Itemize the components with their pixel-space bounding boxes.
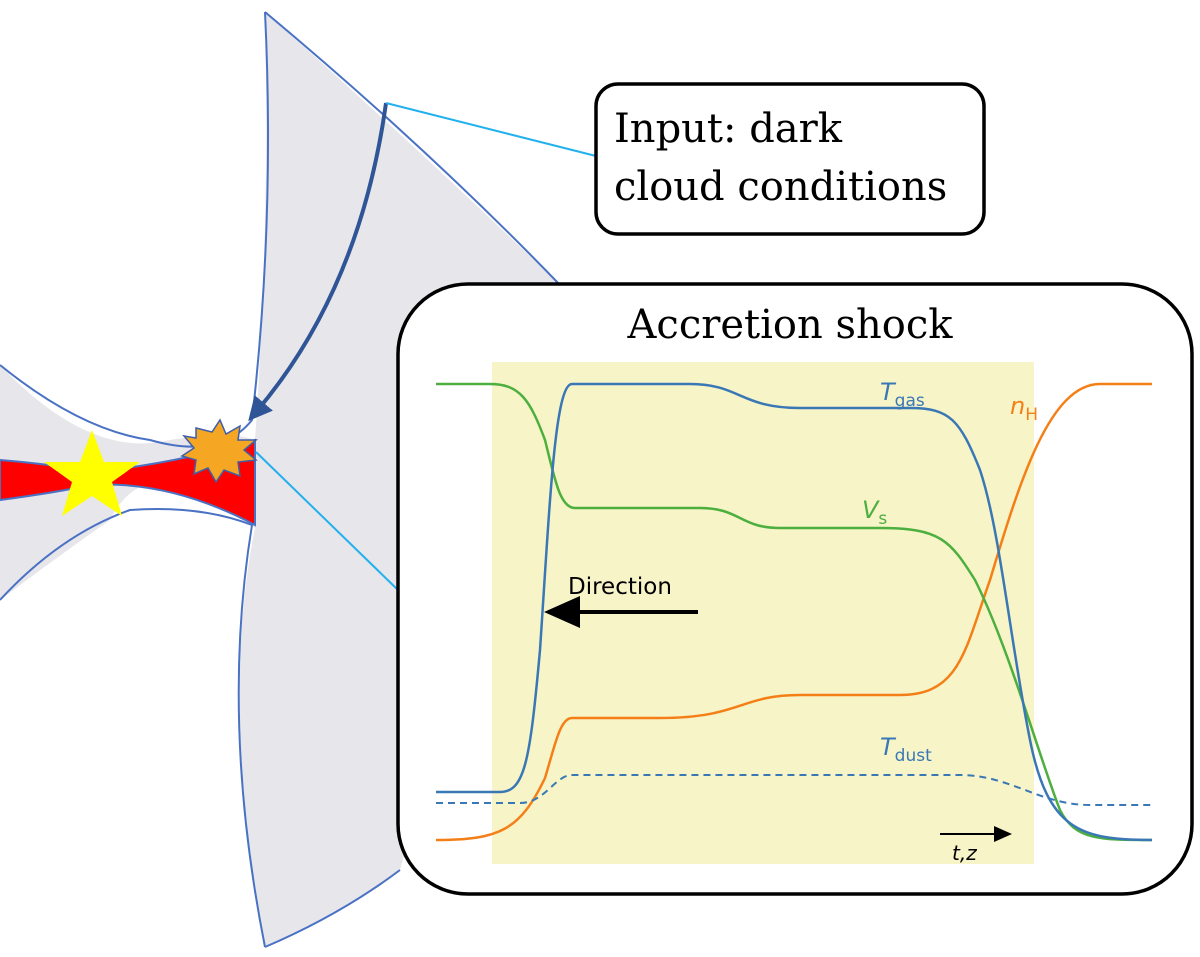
star-icon [44, 430, 140, 516]
input-box-line1: Input: dark [614, 106, 843, 152]
input-box-line2: cloud conditions [614, 164, 947, 210]
v-s-curve [436, 382, 1153, 842]
cloud-lower-edge [264, 869, 401, 948]
shock-burst-icon [180, 418, 259, 484]
v-s-label: Vs [862, 496, 887, 529]
n-h-curve [435, 382, 1152, 842]
direction-label: Direction [568, 574, 672, 600]
t-gas-label: Tgas [880, 378, 925, 411]
t-dust-label: Tdust [880, 733, 932, 766]
t-dust-curve [436, 774, 1152, 806]
cloud-lower-inner-edge [0, 508, 266, 948]
axis-label: t,z [952, 841, 977, 865]
shock-connector-line [255, 451, 399, 591]
t-gas-curve [436, 382, 1153, 842]
cloud-outer-edge [264, 11, 561, 286]
input-box [594, 82, 986, 236]
n-h-label: nH [1010, 392, 1038, 425]
cloud-upper-inner-edge [0, 11, 270, 448]
input-connector-line [385, 102, 597, 157]
infall-arrow-icon [248, 102, 388, 422]
accretion-shock-title: Accretion shock [627, 302, 954, 348]
